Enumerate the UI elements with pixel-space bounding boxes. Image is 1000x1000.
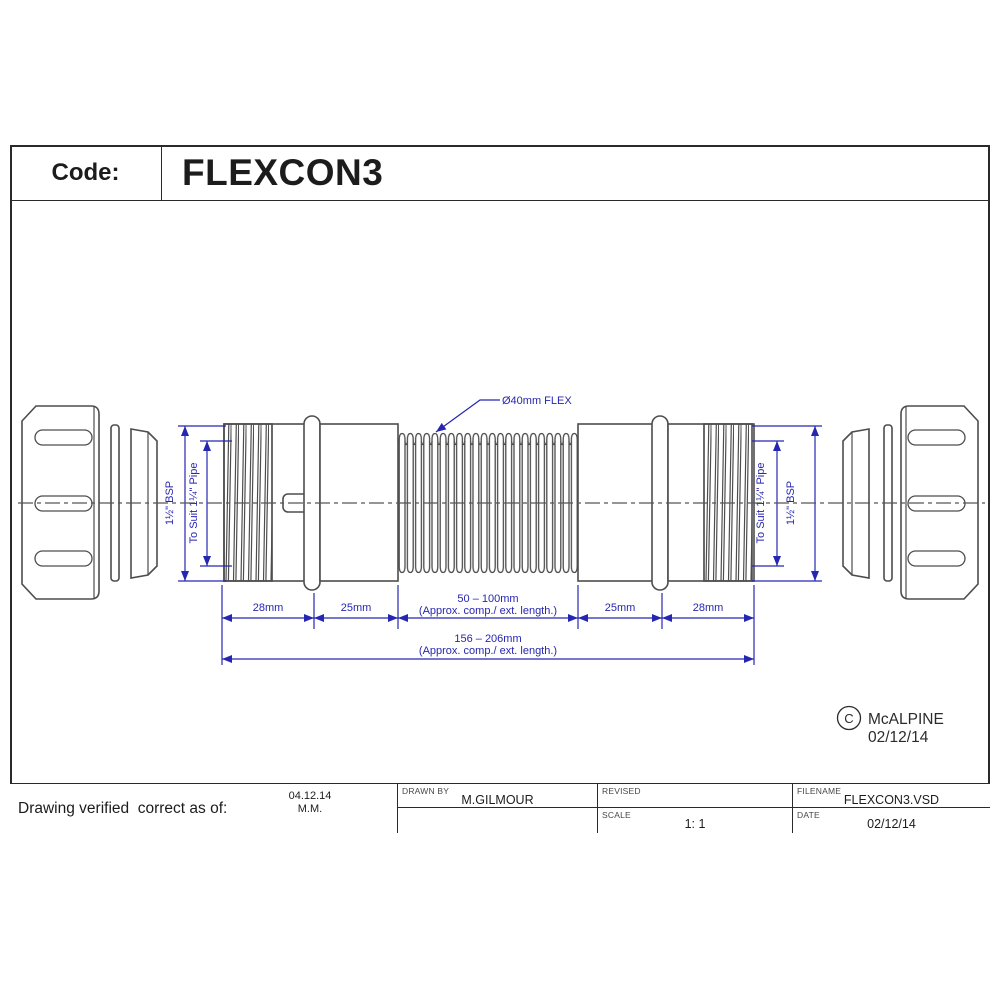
copyright-circle-icon	[836, 705, 862, 731]
left-nut	[21, 405, 100, 600]
code-label-cell: Code:	[10, 145, 162, 201]
filename-label: FILENAME	[797, 786, 842, 796]
product-code-cell: FLEXCON3	[162, 145, 662, 201]
copyright-note: C McALPINE 02/12/14	[836, 705, 944, 746]
left-plain-section	[319, 423, 399, 582]
dim-label-25-left: 25mm	[341, 602, 372, 614]
verified-date: 04.12.14	[288, 790, 332, 802]
flex-callout-label: Ø40mm FLEX	[502, 395, 572, 407]
cell-drawn-by-empty	[397, 808, 597, 833]
verified-label: Drawing verified correct as of:	[18, 799, 228, 817]
copyright-symbol: C	[844, 711, 853, 726]
dim-label-overall-2: (Approx. comp./ ext. length.)	[419, 645, 557, 657]
scale-value: 1: 1	[684, 817, 706, 831]
copyright-name: McALPINE	[868, 711, 944, 728]
drawn-by-value: M.GILMOUR	[461, 793, 534, 807]
header-row	[10, 145, 990, 201]
scale-label: SCALE	[602, 810, 631, 820]
date-value: 02/12/14	[867, 817, 916, 831]
filename-value: FLEXCON3.VSD	[843, 793, 940, 807]
dim-label-28-right: 28mm	[693, 602, 724, 614]
dim-label-flex-1: 50 – 100mm	[457, 593, 518, 605]
copyright-date: 02/12/14	[868, 729, 929, 746]
cell-revised: REVISED	[597, 783, 792, 808]
flex-callout-leader	[435, 399, 500, 433]
cell-drawn-by: DRAWN BY M.GILMOUR	[397, 783, 597, 808]
dim-label-25-right: 25mm	[605, 602, 636, 614]
dim-label-right-bsp: 1½" BSP	[785, 481, 797, 525]
code-label: Code:	[51, 159, 120, 186]
cell-filename: FILENAME FLEXCON3.VSD	[792, 783, 990, 808]
revised-label: REVISED	[602, 786, 641, 796]
dim-label-overall-1: 156 – 206mm	[454, 633, 521, 645]
dim-label-28-left: 28mm	[253, 602, 284, 614]
cell-scale: SCALE 1: 1	[597, 808, 792, 833]
technical-drawing: Ø40mm FLEX 1½" BSP To Suit 1¼" Pipe To S…	[18, 395, 985, 746]
cell-drawing-verified: Drawing verified correct as of: 04.12.14…	[10, 783, 397, 833]
product-code: FLEXCON3	[182, 152, 384, 193]
dim-label-left-bsp: 1½" BSP	[164, 481, 176, 525]
date-label: DATE	[797, 810, 820, 820]
dim-label-flex-2: (Approx. comp./ ext. length.)	[419, 605, 557, 617]
drawn-by-label: DRAWN BY	[402, 786, 450, 796]
cell-date: DATE 02/12/14	[792, 808, 990, 833]
verified-initials: M.M.	[297, 803, 323, 815]
